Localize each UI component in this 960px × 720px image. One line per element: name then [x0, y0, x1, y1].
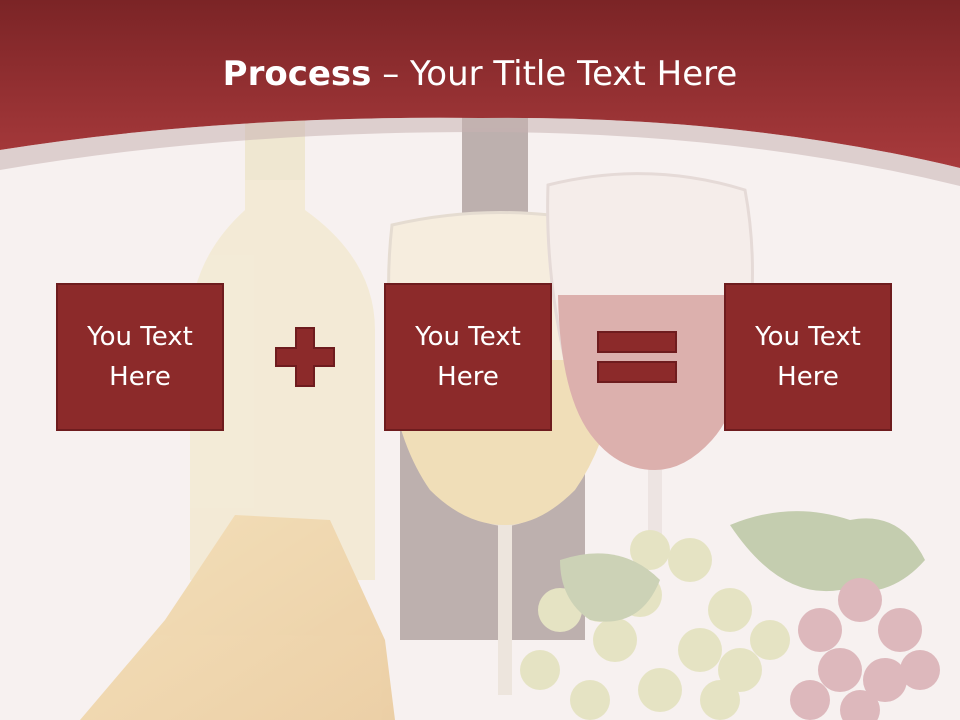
- slide-title: Process – Your Title Text Here: [0, 52, 960, 96]
- title-dash: –: [371, 54, 411, 94]
- process-box-2[interactable]: You Text Here: [384, 283, 552, 431]
- title-text: Your Title Text Here: [410, 54, 738, 94]
- process-box-3-text: You Text Here: [755, 322, 861, 392]
- title-bold: Process: [222, 54, 372, 94]
- plus-icon: [275, 327, 335, 387]
- process-box-2-text: You Text Here: [415, 322, 521, 392]
- process-box-3[interactable]: You Text Here: [724, 283, 892, 431]
- process-box-1[interactable]: You Text Here: [56, 283, 224, 431]
- process-box-1-text: You Text Here: [87, 322, 193, 392]
- equals-icon: [597, 331, 677, 383]
